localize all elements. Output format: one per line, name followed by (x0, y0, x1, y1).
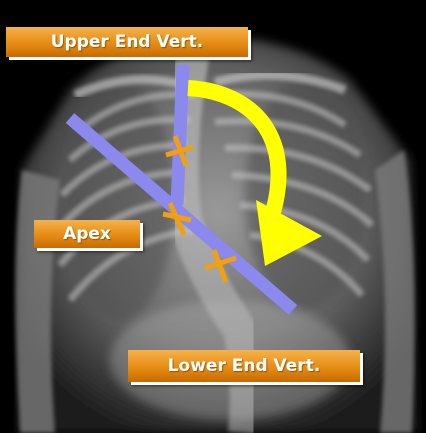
upper-end-vertebra-line (177, 65, 183, 205)
upper-end-vert-label: Upper End Vert. (6, 27, 248, 57)
lower-end-vert-label: Lower End Vert. (128, 350, 360, 382)
apex-label: Apex (34, 220, 140, 248)
